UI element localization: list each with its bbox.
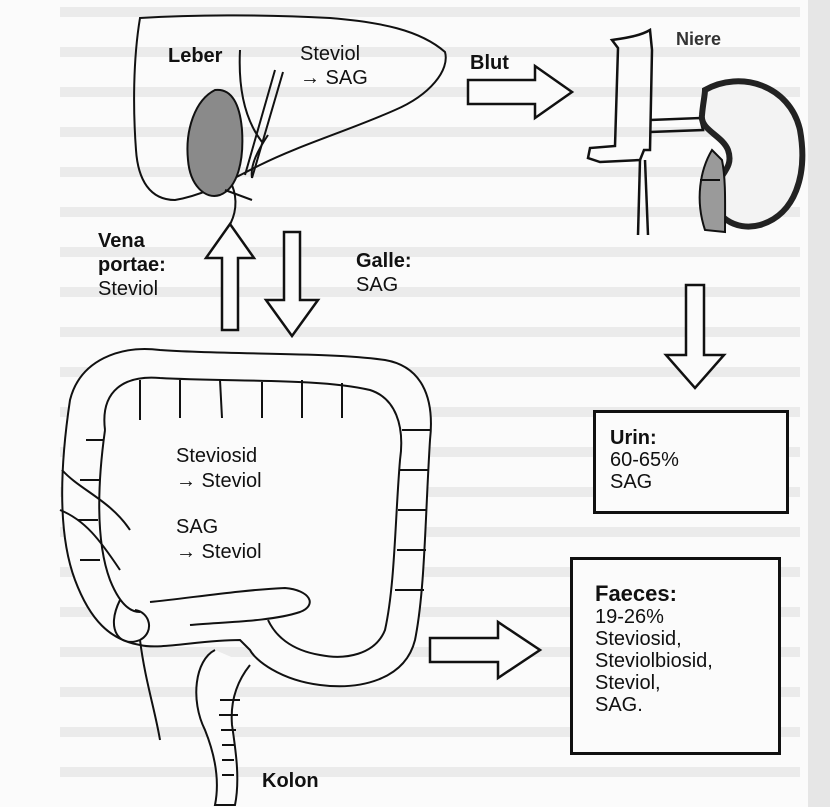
faeces-compound-sag: SAG. [595, 694, 778, 716]
urine-compound: SAG [610, 471, 786, 493]
colon-reaction1-line2: → Steviol [176, 470, 262, 492]
colon-reaction1-line1: Steviosid [176, 445, 257, 467]
page-edge-shadow [808, 0, 830, 807]
bile-line2: SAG [356, 274, 398, 296]
bile-line1: Galle: [356, 250, 412, 272]
faeces-compound-steviosid: Steviosid, [595, 628, 778, 650]
colon-reaction2-line1: SAG [176, 516, 218, 538]
kidney-label: Niere [676, 28, 721, 50]
portal-vein-line1: Vena [98, 230, 145, 252]
kidney-illustration [700, 81, 803, 232]
urine-box: Urin: 60-65% SAG [593, 410, 789, 514]
liver-conversion-line1: Steviol [300, 43, 360, 65]
faeces-percentage: 19-26% [595, 606, 778, 628]
faeces-compound-steviolbiosid: Steviolbiosid, [595, 650, 778, 672]
liver-conversion-line2: → SAG [300, 67, 368, 89]
faeces-box: Faeces: 19-26% Steviosid, Steviolbiosid,… [570, 557, 781, 755]
portal-vein-line2: portae: [98, 254, 166, 276]
liver-title: Leber [168, 45, 222, 67]
gallbladder-shape [187, 90, 242, 196]
faeces-compound-steviol: Steviol, [595, 672, 778, 694]
colon-title: Kolon [262, 770, 319, 792]
arrow-colon-to-faeces [430, 622, 540, 678]
urine-title: Urin: [610, 427, 786, 449]
arrow-portal-vein-up [206, 224, 254, 330]
urine-percentage: 60-65% [610, 449, 786, 471]
colon-reaction2-line2: → Steviol [176, 541, 262, 563]
faeces-title: Faeces: [595, 582, 778, 606]
blood-label: Blut [470, 52, 509, 74]
portal-vein-line3: Steviol [98, 278, 158, 300]
